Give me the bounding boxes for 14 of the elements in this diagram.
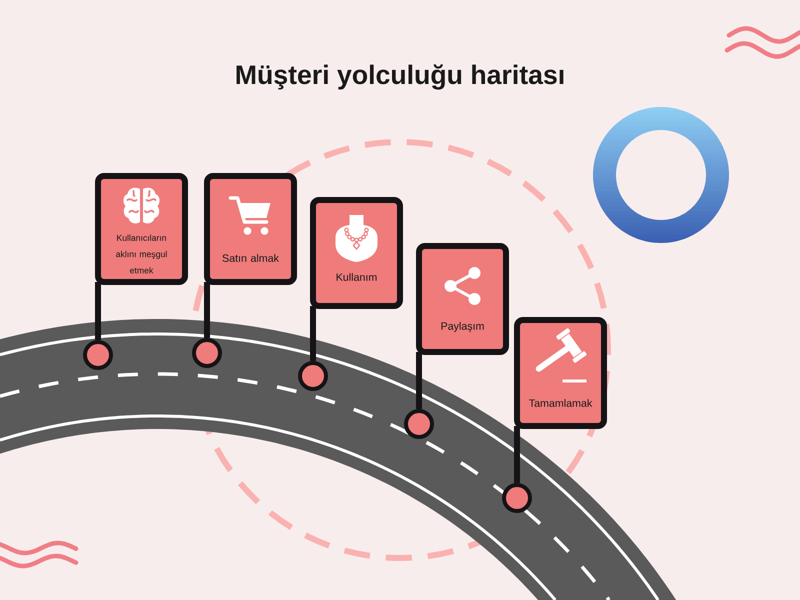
flag-box: Paylaşım [416,243,509,355]
pin-circle [192,338,222,368]
pole-line [204,282,210,338]
pin-circle [298,361,328,391]
flag-box: Tamamlamak [514,317,607,429]
pin-circle [83,340,113,370]
pin-circle [502,483,532,513]
pole-line [310,306,316,361]
pole-line [95,282,101,340]
pole-line [514,426,520,483]
flag-box: Satın almak [204,173,297,285]
title: Müşteri yolculuğu haritası [236,64,564,90]
flag-box: Kullanıcıların aklını meşgul etmek [95,173,188,285]
pin-circle [404,409,434,439]
